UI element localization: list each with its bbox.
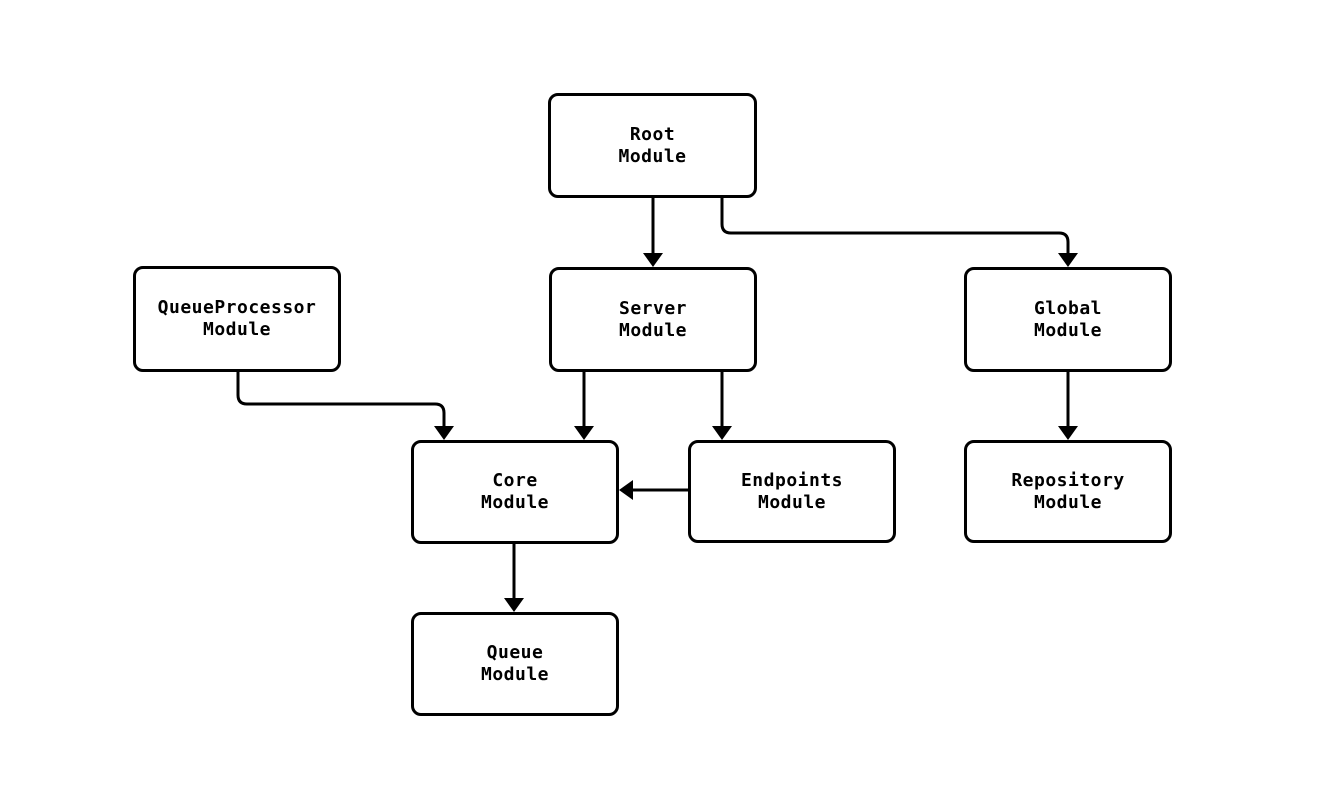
node-endpoints-module-label-line: Endpoints [740, 469, 844, 491]
node-queue-module-label-line: Module [480, 664, 550, 685]
node-server-module-label-line: Server [618, 297, 688, 319]
edge-endpoints-to-core-arrowhead-icon [619, 480, 633, 500]
node-queueprocessor-module-label-line: QueueProcessor [157, 297, 317, 318]
edge-queueprocessor-to-core-line [236, 372, 446, 428]
node-queue-module-label-line: Queue [486, 642, 544, 663]
node-queueprocessor-module-label-line: Module [202, 319, 272, 340]
edge-root-to-server-arrowhead-icon [643, 253, 663, 267]
edge-server-to-core-arrowhead-icon [574, 426, 594, 440]
node-repository-module-label-line: Module [1033, 491, 1103, 513]
edge-global-to-repository-arrowhead-icon [1058, 426, 1078, 440]
node-global-module-label-line: Global [1033, 297, 1103, 319]
node-server-module-label-line: Module [618, 319, 688, 341]
edge-server-to-endpoints-arrowhead-icon [712, 426, 732, 440]
edge-root-to-global-line [720, 198, 1070, 255]
node-endpoints-module-label-line: Module [757, 491, 827, 513]
node-repository-module-label-line: Repository [1011, 469, 1125, 491]
edge-core-to-queue-arrowhead-icon [504, 598, 524, 612]
node-global-module-label-line: Module [1033, 319, 1103, 341]
node-root-module-label-line: Module [618, 145, 687, 167]
node-root-module-label-line: Root [629, 123, 676, 145]
edge-queueprocessor-to-core-arrowhead-icon [434, 426, 454, 440]
node-core-module-label-line: Module [480, 492, 550, 513]
node-core-module-label-line: Core [492, 470, 538, 491]
edge-root-to-global-arrowhead-icon [1058, 253, 1078, 267]
